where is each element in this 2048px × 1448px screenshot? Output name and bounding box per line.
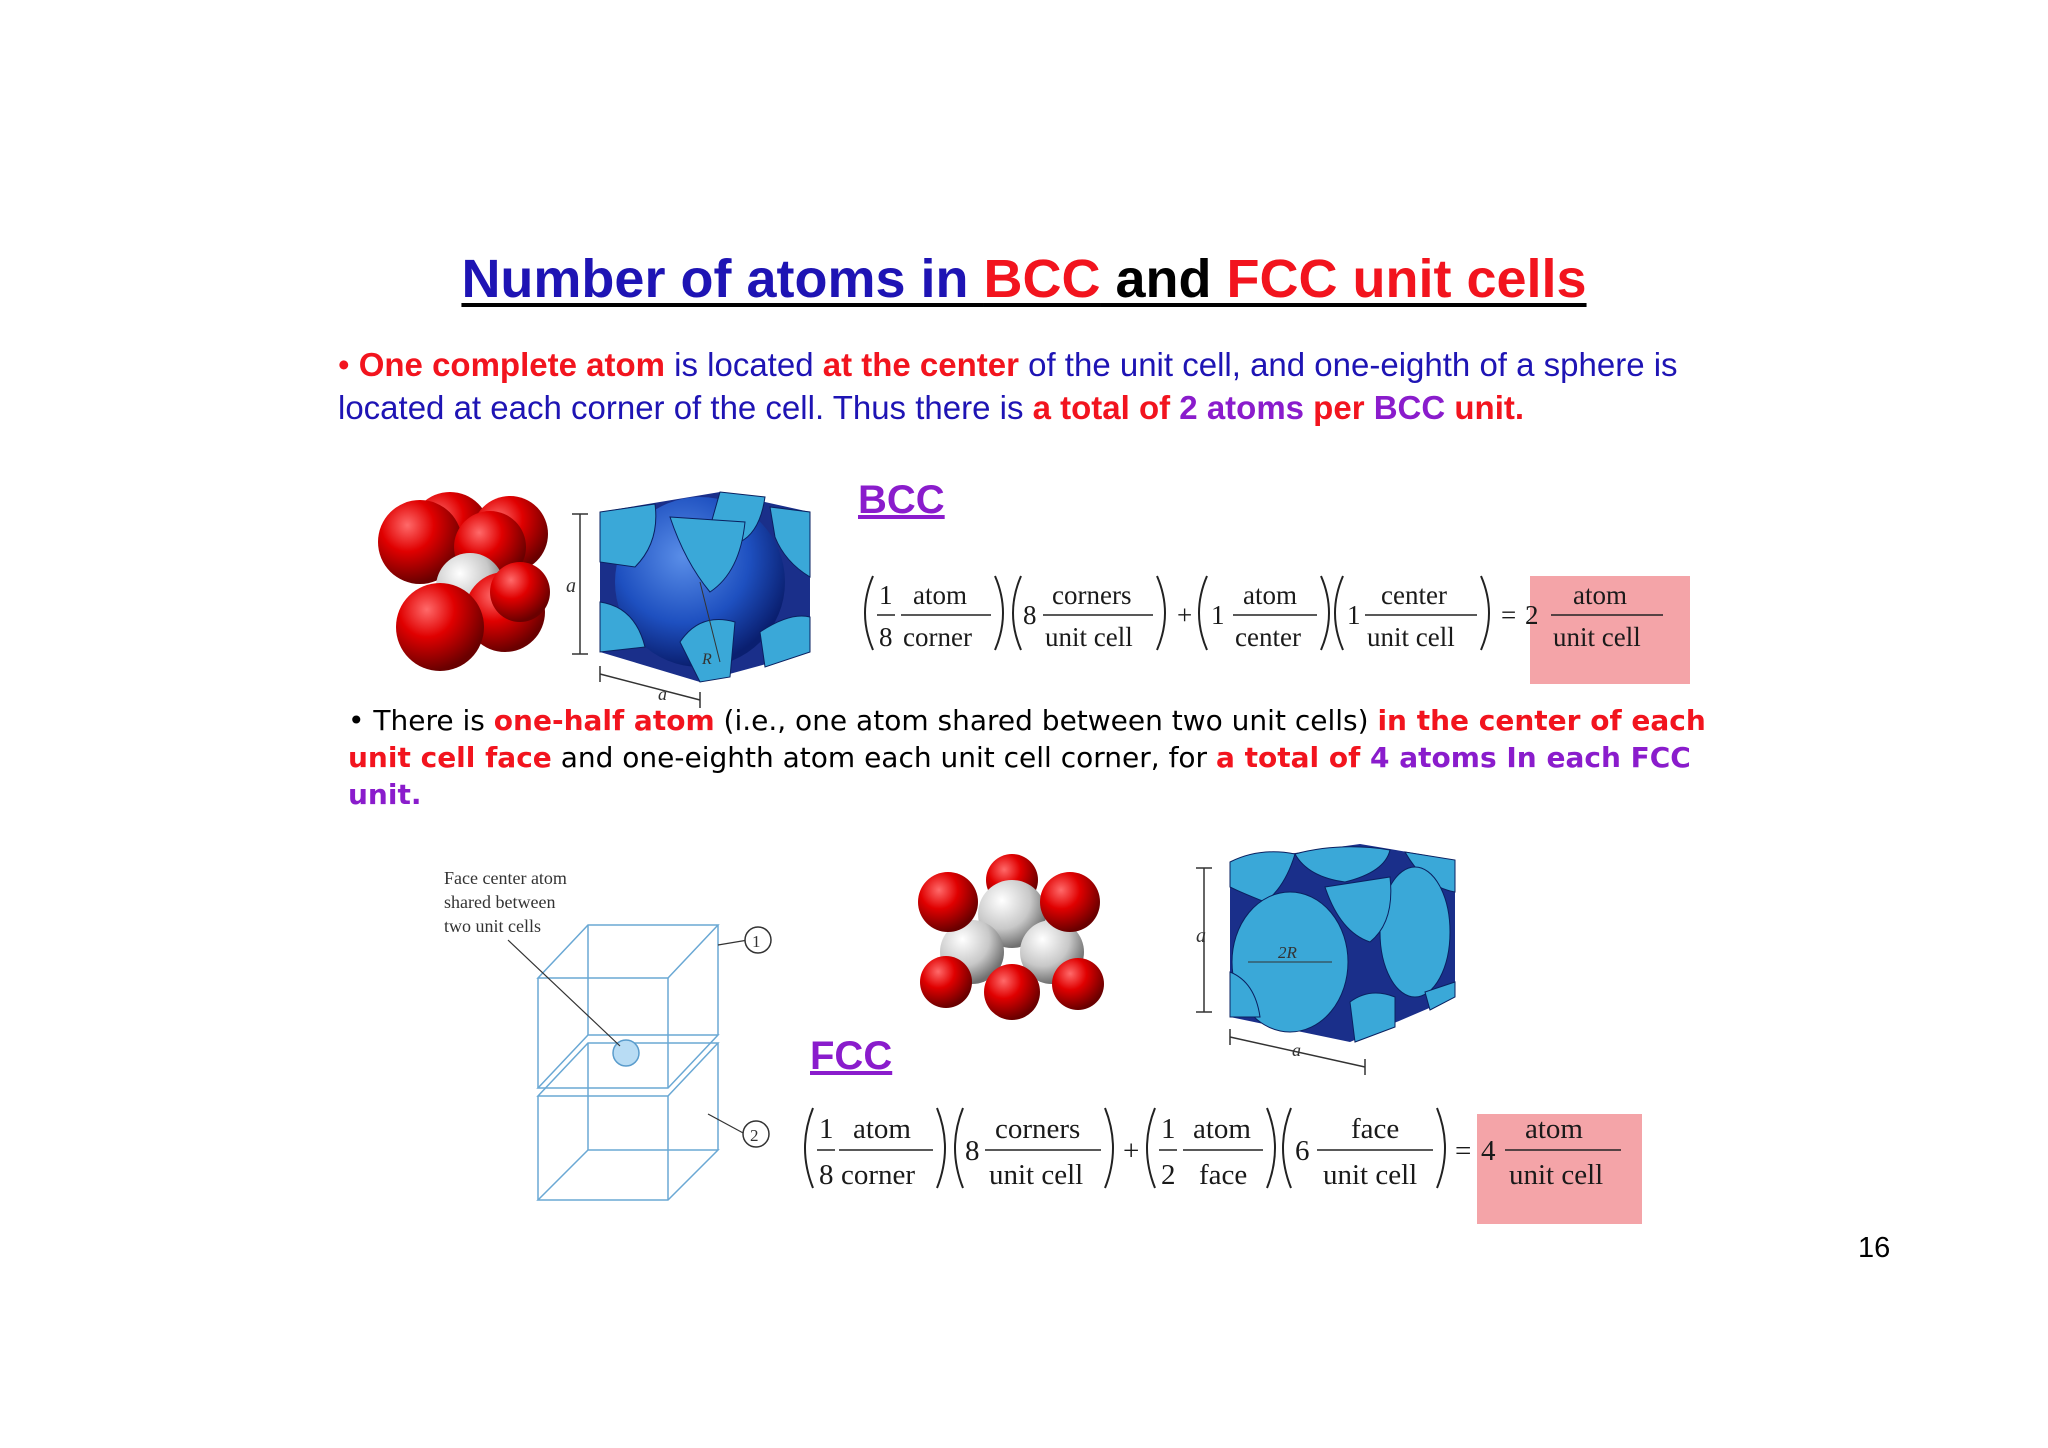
marker-2 bbox=[742, 1120, 770, 1148]
svg-text:atom: atom bbox=[913, 580, 967, 610]
svg-text:8: 8 bbox=[965, 1135, 980, 1167]
svg-text:1: 1 bbox=[752, 932, 761, 951]
svg-text:atom: atom bbox=[1573, 580, 1627, 610]
marker-1 bbox=[744, 926, 772, 954]
svg-text:1: 1 bbox=[879, 580, 893, 610]
bcc-result-highlight bbox=[1530, 576, 1690, 684]
fcc-label: FCC bbox=[810, 1034, 893, 1078]
svg-text:unit cell: unit cell bbox=[989, 1159, 1083, 1191]
svg-text:corners: corners bbox=[995, 1113, 1080, 1145]
svg-text:=: = bbox=[1455, 1135, 1471, 1167]
svg-text:8: 8 bbox=[819, 1159, 834, 1191]
fcc-cell-cutaway: a 2R a bbox=[1196, 844, 1456, 1075]
svg-text:1: 1 bbox=[1347, 600, 1361, 630]
bcc-side-a-label: a bbox=[566, 575, 576, 597]
svg-text:atom: atom bbox=[1193, 1113, 1251, 1145]
svg-text:two unit cells: two unit cells bbox=[444, 916, 541, 936]
svg-text:center: center bbox=[1381, 580, 1447, 610]
svg-text:corner: corner bbox=[841, 1159, 915, 1191]
svg-text:1: 1 bbox=[819, 1113, 834, 1145]
svg-text:unit cell: unit cell bbox=[1509, 1159, 1603, 1191]
svg-text:atom: atom bbox=[1243, 580, 1297, 610]
page-number: 16 bbox=[1858, 1232, 1891, 1264]
svg-text:atom: atom bbox=[1525, 1113, 1583, 1145]
svg-text:=: = bbox=[1501, 600, 1516, 630]
svg-text:8: 8 bbox=[879, 622, 893, 652]
svg-text:face: face bbox=[1351, 1113, 1399, 1145]
bcc-equation: 1 8 atom corner 8 corners unit cell + 1 … bbox=[864, 575, 1690, 684]
bcc-bottom-a-label: a bbox=[658, 684, 667, 704]
fcc-description: • There is one-half atom (i.e., one atom… bbox=[348, 704, 1706, 811]
fcc-bottom-a-label: a bbox=[1292, 1040, 1301, 1060]
svg-text:+: + bbox=[1177, 600, 1192, 630]
svg-text:center: center bbox=[1235, 622, 1301, 652]
face-center-atom bbox=[612, 1039, 640, 1067]
bcc-label: BCC bbox=[858, 478, 945, 522]
svg-text:corners: corners bbox=[1052, 580, 1131, 610]
fcc-2r-label: 2R bbox=[1278, 943, 1298, 962]
fcc-result-highlight bbox=[1477, 1114, 1642, 1224]
svg-text:+: + bbox=[1123, 1135, 1139, 1167]
svg-text:4: 4 bbox=[1481, 1135, 1496, 1167]
fcc-equation: 1 8 atom corner 8 corners unit cell + 1 … bbox=[804, 1107, 1642, 1224]
svg-text:1: 1 bbox=[1161, 1113, 1176, 1145]
svg-text:1: 1 bbox=[1211, 600, 1225, 630]
svg-text:shared between: shared between bbox=[444, 892, 555, 912]
svg-text:6: 6 bbox=[1295, 1135, 1310, 1167]
slide-title: Number of atoms in BCC and FCC unit cell… bbox=[461, 249, 1587, 309]
svg-text:unit cell: unit cell bbox=[1323, 1159, 1417, 1191]
svg-text:atom: atom bbox=[853, 1113, 911, 1145]
svg-text:unit cell: unit cell bbox=[1553, 622, 1641, 652]
svg-text:face: face bbox=[1199, 1159, 1247, 1191]
fcc-shared-atom-diagram: Face center atom shared between two unit… bbox=[444, 868, 772, 1201]
bcc-radius-label: R bbox=[701, 651, 712, 668]
svg-text:corner: corner bbox=[903, 622, 972, 652]
svg-text:8: 8 bbox=[1023, 600, 1037, 630]
bcc-sphere-model bbox=[378, 492, 550, 671]
bcc-description: • One complete atom is located at the ce… bbox=[338, 346, 1678, 426]
svg-text:unit cell: unit cell bbox=[1045, 622, 1133, 652]
svg-text:unit cell: unit cell bbox=[1367, 622, 1455, 652]
svg-text:Face center atom: Face center atom bbox=[444, 868, 567, 888]
fcc-side-a-label: a bbox=[1196, 925, 1206, 947]
svg-text:2: 2 bbox=[750, 1126, 759, 1145]
bcc-cell-cutaway: a R a bbox=[566, 491, 811, 708]
svg-text:2: 2 bbox=[1161, 1159, 1176, 1191]
svg-text:2: 2 bbox=[1525, 600, 1539, 630]
fcc-sphere-model bbox=[918, 854, 1104, 1020]
